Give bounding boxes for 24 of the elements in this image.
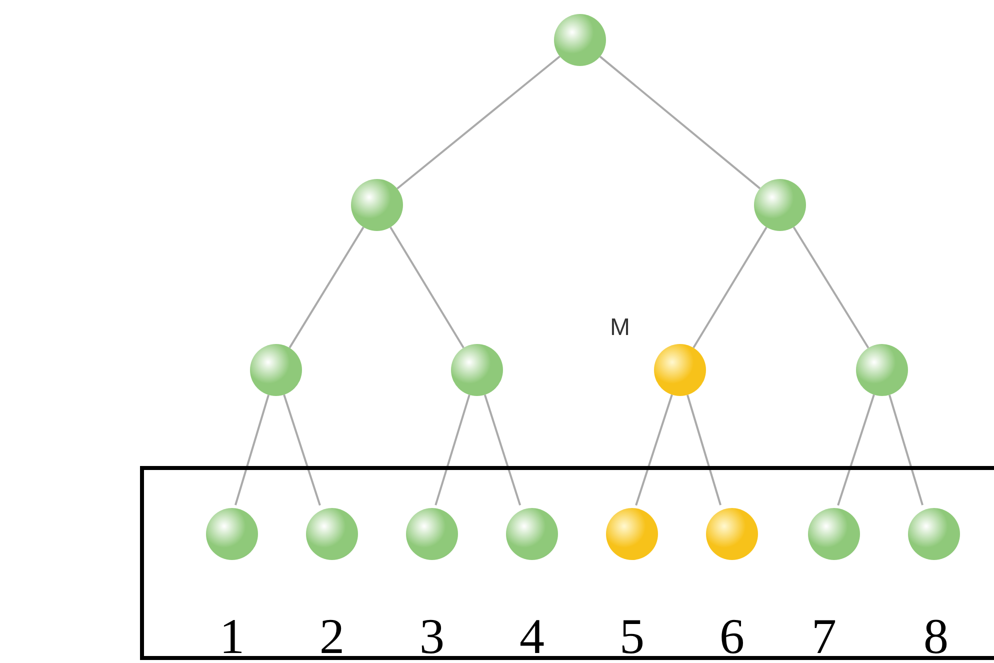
leaf-number: 5: [620, 611, 644, 661]
tree-edge: [283, 394, 321, 506]
leaf-number: 3: [420, 611, 444, 661]
tree-edge: [234, 394, 270, 506]
node-label: M: [610, 316, 630, 340]
leaf-number: 2: [320, 611, 344, 661]
leaf-number: 7: [812, 611, 836, 661]
leaf-number: 1: [220, 611, 244, 661]
tree-edge: [888, 394, 924, 506]
leaf-number: 6: [720, 611, 744, 661]
tree-edge: [599, 56, 761, 190]
tree-edge: [635, 394, 673, 506]
tree-edge: [390, 226, 464, 348]
tree-edge: [792, 226, 870, 348]
leaf-number: 4: [520, 611, 544, 661]
tree-edge: [837, 394, 875, 506]
leaf-group-box: [140, 466, 994, 660]
tree-edge: [484, 394, 522, 506]
leaf-number: 8: [924, 611, 948, 661]
tree-edge: [396, 56, 560, 190]
tree-edge: [686, 394, 722, 506]
tree-edge: [434, 394, 470, 506]
tree-edge: [288, 226, 364, 348]
tree-edge: [692, 226, 768, 348]
